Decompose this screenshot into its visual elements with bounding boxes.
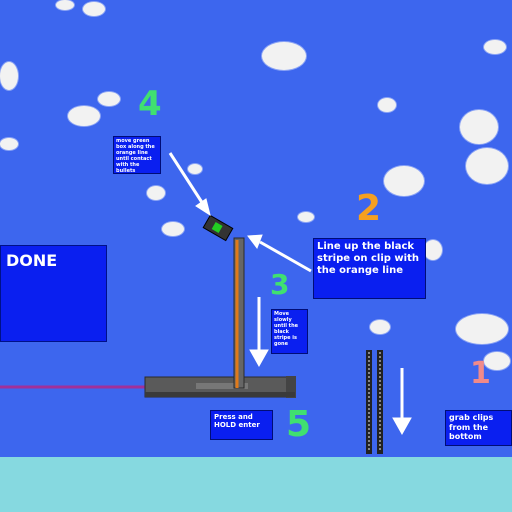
step-3-text: Move slowly until the black stripe is go… (274, 311, 299, 347)
cloud (188, 164, 202, 174)
step-5-note: Press and HOLD enter (210, 410, 273, 440)
arrow (168, 152, 205, 205)
step-5-text: Press and HOLD enter (214, 413, 260, 430)
cloud (98, 92, 120, 106)
step-1-number: 1 (470, 356, 491, 391)
ground (0, 457, 512, 512)
bullet-clip[interactable] (377, 350, 383, 454)
cloud (384, 166, 424, 196)
step-1-note: grab clips from the bottom (445, 410, 512, 446)
cloud (56, 0, 74, 10)
step-3-note: Move slowly until the black stripe is go… (271, 309, 308, 354)
cloud (466, 148, 508, 184)
done-panel[interactable]: DONE (0, 245, 107, 342)
cloud (370, 320, 390, 334)
cloud (162, 222, 184, 236)
gun-base-tip (286, 376, 296, 398)
arrow-head (247, 234, 263, 250)
step-2-number: 2 (356, 188, 382, 229)
step-4-number: 4 (138, 84, 162, 124)
cloud (484, 40, 506, 54)
arrow-head (249, 349, 269, 368)
bullet-clip[interactable] (366, 350, 372, 454)
cloud (0, 62, 18, 90)
cloud (456, 314, 508, 344)
cloud (484, 352, 510, 370)
step-1-text: grab clips from the bottom (449, 413, 494, 442)
cloud (262, 42, 306, 70)
cloud (147, 186, 165, 200)
step-4-note: move green box along the orange line unt… (113, 136, 161, 174)
cloud (460, 110, 498, 144)
arrow-head (392, 417, 412, 436)
step-4-text: move green box along the orange line unt… (116, 138, 155, 174)
vertical-post (233, 237, 245, 389)
cloud (378, 98, 396, 112)
step-2-note: Line up the black stripe on clip with th… (313, 238, 426, 299)
cloud (424, 240, 442, 260)
gun-base-detail (196, 383, 248, 389)
cloud (68, 106, 100, 126)
arrow (259, 240, 312, 273)
gun-base-shadow (145, 392, 295, 397)
step-2-text: Line up the black stripe on clip with th… (317, 241, 419, 276)
step-3-number: 3 (270, 268, 290, 301)
cloud (83, 2, 105, 16)
green-box[interactable] (202, 214, 234, 242)
arrow-head (195, 198, 211, 217)
cloud (298, 212, 314, 222)
done-label: DONE (6, 251, 58, 270)
cloud (0, 138, 18, 150)
step-5-number: 5 (286, 404, 312, 445)
